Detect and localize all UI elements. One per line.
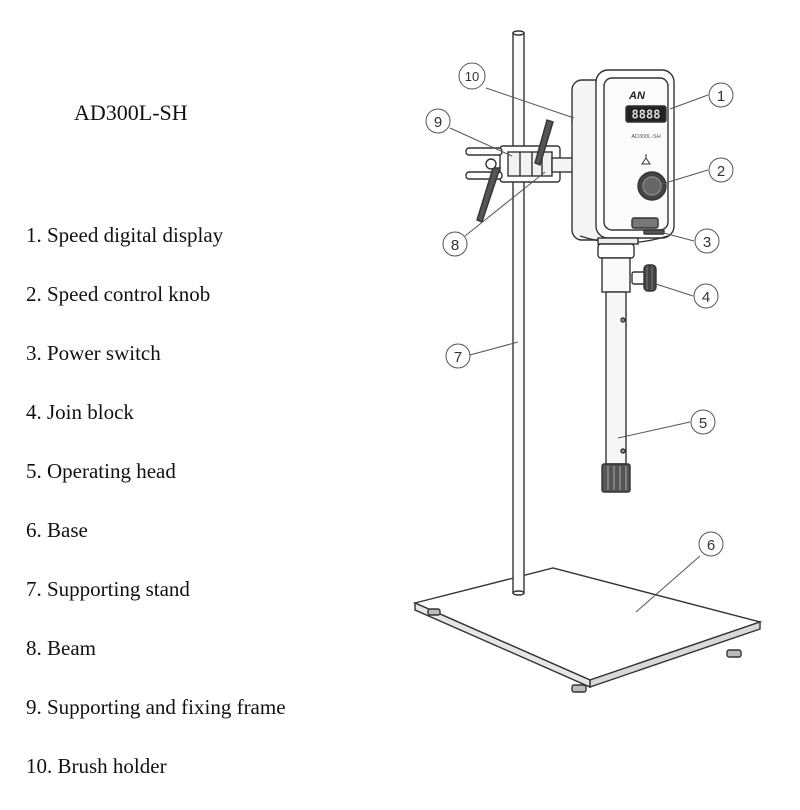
callouts: 1 2 3 4 5 6 7 8 [425,62,734,613]
callout-8: 8 [442,231,468,257]
callout-2: 2 [708,157,734,183]
supporting-stand-rod [512,30,525,596]
speed-symbol-icon [641,154,651,165]
svg-text:7: 7 [454,349,462,366]
svg-text:6: 6 [707,537,715,554]
svg-text:10: 10 [465,69,479,84]
part-label-5: 5. Operating head [26,459,176,483]
part-label-10: 10. Brush holder [26,754,167,778]
model-plate: AD300L-SH [631,134,660,140]
svg-text:2: 2 [717,163,725,180]
display-digits: 8888 [632,108,661,122]
part-label-3: 3. Power switch [26,341,161,365]
homogenizer-diagram: AN 8888 AD300L-SH [412,30,763,693]
svg-text:3: 3 [703,234,711,251]
part-label-8: 8. Beam [26,636,96,660]
callout-1: 1 [708,82,734,108]
callout-4: 4 [693,283,719,309]
model-title: AD300L-SH [74,100,188,125]
part-label-2: 2. Speed control knob [26,282,211,306]
part-label-9: 9. Supporting and fixing frame [26,695,286,719]
callout-6: 6 [698,531,724,557]
join-block [597,243,657,293]
part-label-4: 4. Join block [26,400,134,424]
svg-text:9: 9 [434,114,442,131]
svg-text:5: 5 [699,415,707,432]
part-label-7: 7. Supporting stand [26,577,190,601]
part-label-1: 1. Speed digital display [26,223,224,247]
power-switch [631,217,665,235]
svg-text:8: 8 [451,237,459,254]
base-plate [412,567,763,693]
svg-text:1: 1 [717,88,725,105]
callout-9: 9 [425,108,451,134]
fixing-frame-clamp [465,119,561,223]
speed-control-knob [637,171,667,201]
callout-5: 5 [690,409,716,435]
part-label-6: 6. Base [26,518,88,542]
speed-digital-display: 8888 [625,105,667,123]
parts-list: 1. Speed digital display 2. Speed contro… [26,220,286,810]
svg-text:4: 4 [702,289,710,306]
callout-3: 3 [694,228,720,254]
operating-head [601,291,631,493]
callout-10: 10 [458,62,486,90]
callout-7: 7 [445,343,471,369]
motor-housing [571,69,675,245]
brand-logo: AN [628,90,646,102]
